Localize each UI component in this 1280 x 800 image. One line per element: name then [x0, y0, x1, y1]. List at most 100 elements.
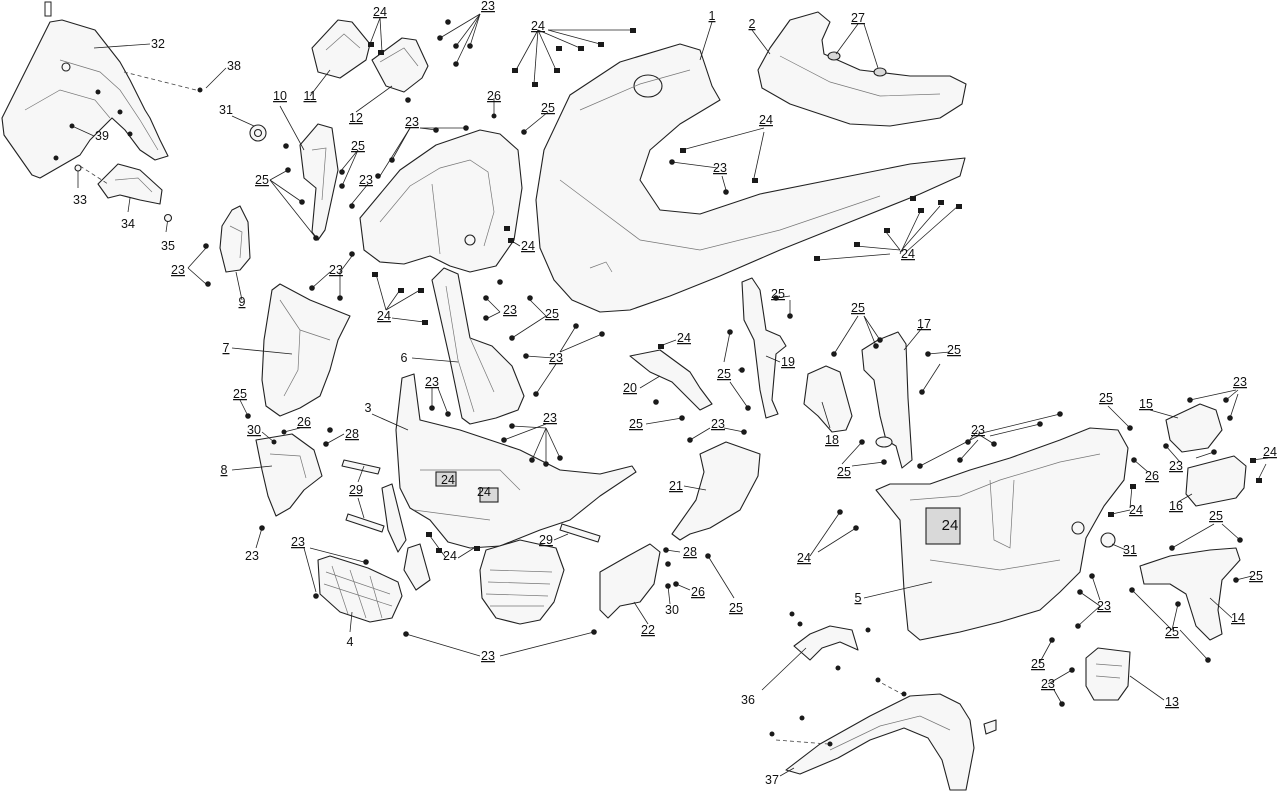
part-13-clip [1085, 647, 1131, 701]
callout-23: 23 [1041, 677, 1055, 691]
callout-15: 15 [1139, 397, 1153, 411]
part-31-grommet [249, 124, 267, 142]
callout-28: 28 [683, 545, 697, 559]
callout-34: 34 [121, 217, 135, 231]
callout-8: 8 [221, 463, 228, 477]
part-16-cover [1185, 455, 1247, 507]
callout-24: 24 [373, 5, 387, 19]
callout-24: 24 [1129, 503, 1143, 517]
part-14-bracket [1139, 547, 1241, 641]
callout-24: 24 [677, 331, 691, 345]
callout-29: 29 [349, 483, 363, 497]
part-inner-frame [359, 129, 523, 273]
part-21-bracket [671, 441, 761, 541]
part-2-top-cover [757, 11, 967, 127]
callout-17: 17 [917, 317, 931, 331]
callout-28: 28 [345, 427, 359, 441]
callout-3: 3 [365, 401, 372, 415]
part-22-bracket [599, 543, 661, 619]
callout-23: 23 [329, 263, 343, 277]
callout-23: 23 [503, 303, 517, 317]
callout-23: 23 [971, 423, 985, 437]
callout-33: 33 [73, 193, 87, 207]
callout-36: 36 [741, 693, 755, 707]
callout-25: 25 [947, 343, 961, 357]
part-10-bracket [299, 123, 339, 241]
callout-23: 23 [1169, 459, 1183, 473]
callout-23: 23 [1097, 599, 1111, 613]
corner-marker [44, 1, 52, 17]
callout-18: 18 [825, 433, 839, 447]
assembly-lines [79, 71, 903, 745]
callout-25: 25 [1031, 657, 1045, 671]
callout-25: 25 [851, 301, 865, 315]
callout-24: 24 [441, 473, 455, 487]
callout-23: 23 [543, 411, 557, 425]
callout-29: 29 [539, 533, 553, 547]
part-3-lower-front [381, 373, 637, 625]
callout-25: 25 [541, 101, 555, 115]
callout-24: 24 [759, 113, 773, 127]
callout-24: 24 [531, 19, 545, 33]
callout-25: 25 [1209, 509, 1223, 523]
callout-16: 16 [1169, 499, 1183, 513]
callout-25: 25 [837, 465, 851, 479]
callout-24: 24 [521, 239, 535, 253]
part-31-grommet-right [1100, 532, 1116, 548]
callout-6: 6 [401, 351, 408, 365]
callout-25: 25 [629, 417, 643, 431]
callout-25: 25 [255, 173, 269, 187]
part-37-front-fender [785, 693, 997, 791]
callout-23: 23 [481, 0, 495, 13]
callout-38: 38 [227, 59, 241, 73]
callout-24: 24 [477, 485, 491, 499]
part-4-grille [317, 555, 403, 623]
callout-25: 25 [545, 307, 559, 321]
callout-23: 23 [1233, 375, 1247, 389]
leader-lines [71, 13, 1269, 777]
callout-25: 25 [351, 139, 365, 153]
part-20-bracket [629, 349, 713, 411]
callout-25: 25 [1099, 391, 1113, 405]
callout-39: 39 [95, 129, 109, 143]
callout-24: 24 [901, 247, 915, 261]
callout-35: 35 [161, 239, 175, 253]
callout-12: 12 [349, 111, 363, 125]
callout-4: 4 [347, 635, 354, 649]
callout-31: 31 [219, 103, 233, 117]
callout-25: 25 [233, 387, 247, 401]
callout-14: 14 [1231, 611, 1245, 625]
callout-23: 23 [245, 549, 259, 563]
callout-23: 23 [405, 115, 419, 129]
callout-25: 25 [1249, 569, 1263, 583]
part-17-bracket [861, 331, 913, 469]
callout-32: 32 [151, 37, 165, 51]
part-1-front-shield [535, 43, 966, 313]
callout-13: 13 [1165, 695, 1179, 709]
callout-26: 26 [691, 585, 705, 599]
callout-24-large: 24 [942, 517, 959, 534]
part-15-bracket [1165, 403, 1223, 453]
callout-20: 20 [623, 381, 637, 395]
callout-24: 24 [377, 309, 391, 323]
callout-27: 27 [851, 11, 865, 25]
callout-23: 23 [359, 173, 373, 187]
callout-23: 23 [711, 417, 725, 431]
callout-1: 1 [709, 9, 716, 23]
callout-26: 26 [297, 415, 311, 429]
part-7-side-panel [261, 283, 351, 417]
callout-22: 22 [641, 623, 655, 637]
part-11-bracket [311, 19, 371, 79]
callout-23: 23 [425, 375, 439, 389]
part-6-spine [431, 267, 525, 425]
callout-25: 25 [1165, 625, 1179, 639]
part-32-mudflap [1, 19, 169, 179]
callout-23: 23 [171, 263, 185, 277]
callout-2: 2 [749, 17, 756, 31]
callout-26: 26 [1145, 469, 1159, 483]
callout-23: 23 [549, 351, 563, 365]
part-29-strip-right [559, 523, 601, 543]
part-29-strip-left [341, 459, 385, 533]
